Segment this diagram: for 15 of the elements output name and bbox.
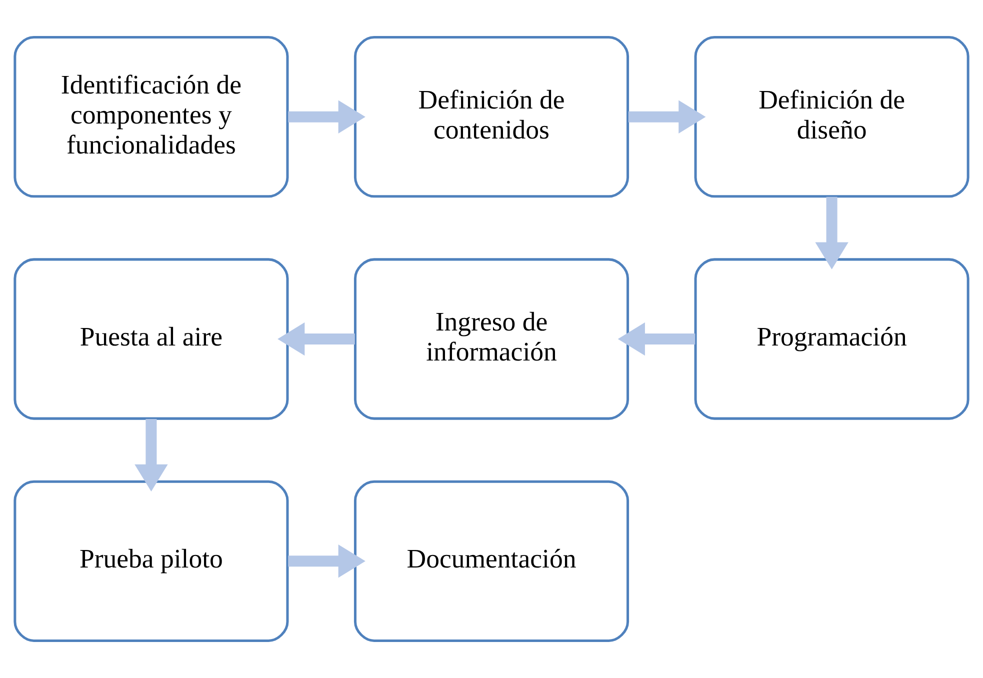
node-box: Documentación	[354, 480, 630, 642]
node-box: Puesta al aire	[14, 258, 289, 420]
node-box: Prueba piloto	[14, 480, 289, 642]
arrow	[815, 196, 848, 270]
node-box: Ingreso de información	[354, 258, 630, 420]
node-box: Programación	[694, 258, 970, 420]
arrow	[288, 544, 366, 578]
arrow	[628, 100, 706, 134]
node-box: Definición de contenidos	[354, 36, 630, 198]
arrow	[134, 419, 168, 492]
arrow	[278, 322, 355, 356]
node-box: Definición de diseño	[694, 36, 970, 198]
node-box: Identificación de componentes y funcionalidades	[14, 36, 289, 198]
arrow	[618, 322, 696, 356]
arrow	[288, 100, 366, 134]
